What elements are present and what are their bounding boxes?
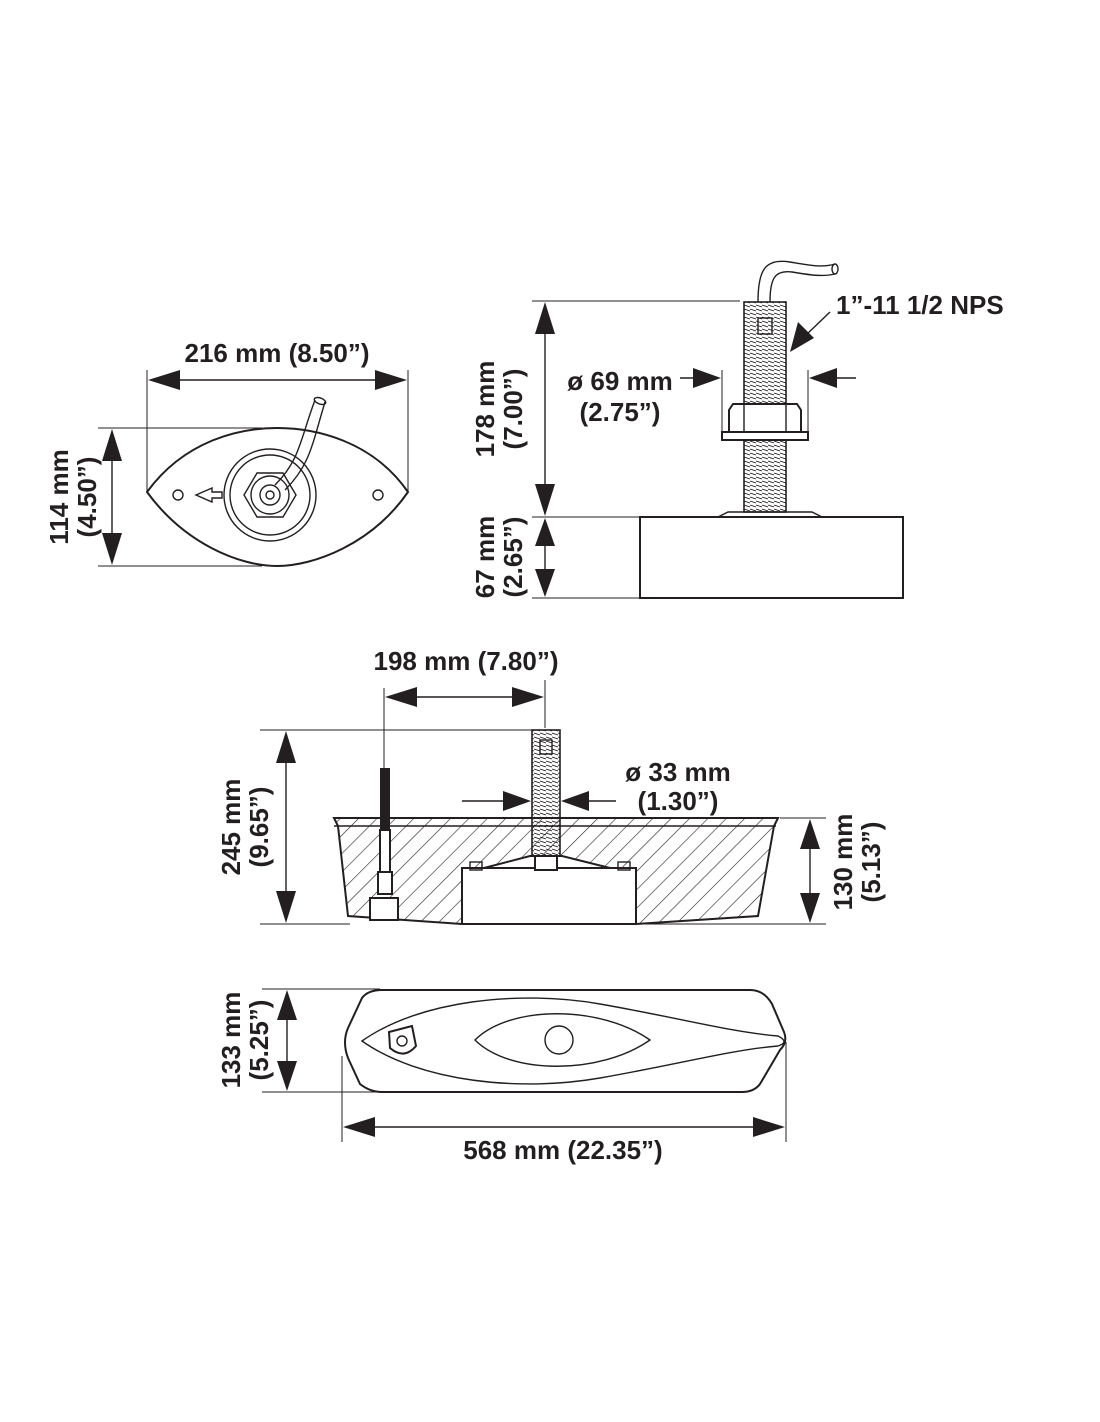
side-view: 178 mm (7.00”) 67 mm (2.65”) xyxy=(470,260,1004,599)
stem-diameter-mm-label: ø 69 mm xyxy=(567,366,673,396)
plan-view: 133 mm (5.25”) 568 mm (22.35”) xyxy=(216,988,787,1165)
offset-width-label: 198 mm (7.80”) xyxy=(374,646,559,676)
base-height-mm-label: 67 mm xyxy=(470,516,500,598)
stem-diameter-in-label: (2.75”) xyxy=(580,397,661,427)
top-height-in-label: (4.50”) xyxy=(72,457,102,538)
top-width-label: 216 mm (8.50”) xyxy=(185,338,370,368)
shaft-diameter-in-label: (1.30”) xyxy=(638,786,719,816)
top-view: 216 mm (8.50”) 114 mm (4.50”) xyxy=(44,338,410,568)
side-view-base xyxy=(639,516,904,599)
total-height-in-label: (9.65”) xyxy=(244,787,274,868)
plan-height-in-label: (5.25”) xyxy=(244,1000,274,1081)
plan-height-mm-label: 133 mm xyxy=(216,992,246,1089)
section-view: 198 mm (7.80”) 245 mm (9.65”) 130 mm (5.… xyxy=(216,646,886,925)
total-height-mm-label: 245 mm xyxy=(216,779,246,876)
shaft-diameter-mm-label: ø 33 mm xyxy=(625,757,731,787)
top-height-mm-label: 114 mm xyxy=(44,449,74,544)
plan-length-label: 568 mm (22.35”) xyxy=(463,1135,662,1165)
plan-view-body xyxy=(344,989,787,1093)
thread-spec-label: 1”-11 1/2 NPS xyxy=(836,290,1004,320)
block-height-in-label: (5.13”) xyxy=(856,822,886,903)
stem-height-in-label: (7.00”) xyxy=(498,369,528,450)
top-view-body xyxy=(145,426,410,568)
base-height-in-label: (2.65”) xyxy=(498,517,528,598)
block-height-mm-label: 130 mm xyxy=(828,814,858,911)
stem-height-mm-label: 178 mm xyxy=(470,361,500,458)
